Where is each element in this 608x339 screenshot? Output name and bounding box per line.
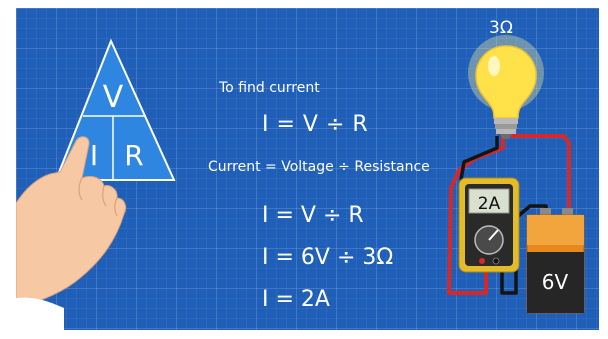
battery-voltage-label: 6V	[542, 270, 569, 294]
triangle-current-label: I	[90, 139, 98, 172]
calculation-result: I = 2A	[262, 287, 330, 312]
formula-description: Current = Voltage ÷ Resistance	[208, 159, 430, 175]
diagram-graphics: V I R	[16, 35, 585, 330]
light-bulb-icon	[468, 35, 544, 139]
resistance-label: 3Ω	[489, 18, 513, 38]
pointing-hand-icon	[16, 136, 127, 330]
multimeter-icon: 2A	[458, 177, 520, 273]
black-wire-top	[459, 136, 499, 181]
calculation-step-2: I = 6V ÷ 3Ω	[262, 245, 394, 270]
battery-icon: 6V	[526, 208, 585, 314]
triangle-resistance-label: R	[124, 139, 143, 172]
formula-current: I = V ÷ R	[262, 112, 369, 137]
blueprint-board: V I R	[16, 8, 599, 330]
heading-text: To find current	[219, 80, 320, 96]
meter-reading: 2A	[478, 194, 501, 214]
triangle-voltage-label: V	[103, 80, 124, 115]
calculation-step-1: I = V ÷ R	[262, 203, 364, 228]
red-wire-right	[511, 134, 571, 213]
meter-display	[468, 188, 510, 214]
red-wire-left	[447, 136, 505, 295]
